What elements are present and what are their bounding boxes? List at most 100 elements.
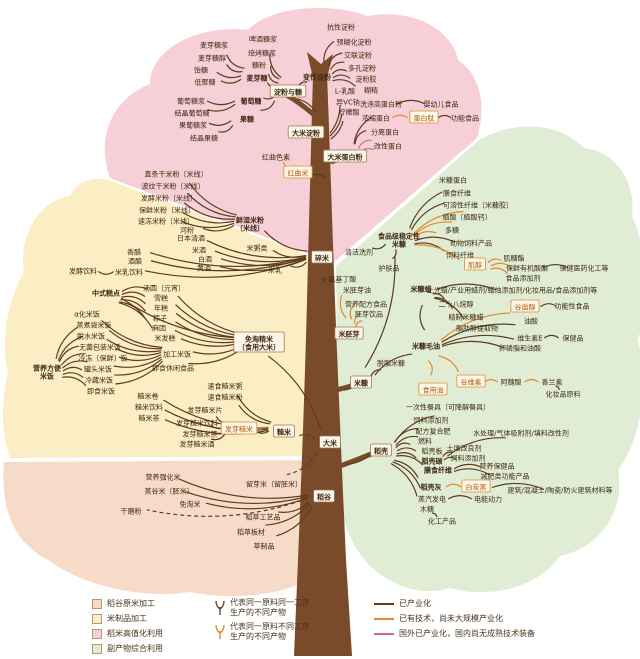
branch-edge	[410, 202, 445, 231]
legend-area-label: 米制品加工	[107, 614, 147, 623]
branch-edge	[184, 491, 309, 505]
area-swatch-byproducts	[92, 643, 102, 654]
branch-edge	[436, 283, 497, 291]
branch-edge	[440, 312, 511, 341]
branch-edge	[370, 369, 382, 377]
legend-area-label: 稻谷原米加工	[107, 599, 155, 608]
tree-trunk	[294, 74, 352, 656]
labels-layer: 啤酒糖浆焙烤糖浆糖粉麦芽糖浆麦芽糖醇饴糖低聚糖麦芽糖葡萄糖浆结晶葡萄糖果葡糖浆结…	[33, 23, 613, 551]
legend-line-label: 已产业化	[399, 599, 431, 608]
label-P20: 淀粉胶	[356, 75, 377, 84]
branch-edge	[453, 468, 490, 476]
label-Y37: 糙米卷	[138, 392, 159, 401]
label-P8: 麦芽糖	[247, 74, 268, 83]
branch-edge	[206, 100, 236, 106]
label-Y47: 糙米	[277, 428, 292, 437]
branch-edge	[323, 40, 335, 63]
label-G45: 燃料	[418, 437, 432, 446]
label-P7: 低聚糖	[195, 78, 216, 87]
branch-edge	[202, 225, 235, 232]
label-G50: 饲料添加剂	[451, 454, 486, 463]
label-T3: 稻谷	[317, 493, 332, 502]
branch-edge	[115, 360, 164, 385]
label-G8: 肌醇	[468, 261, 482, 270]
branch-edge	[183, 202, 235, 220]
tree-trunk-fork	[307, 52, 333, 78]
label-G54: 稻壳灰	[421, 483, 442, 492]
label-P32: 功能食品	[451, 114, 479, 123]
branch-edge	[270, 65, 280, 80]
label-T2: 大米	[323, 439, 338, 448]
branch-edge	[101, 320, 163, 349]
branch-edge	[299, 433, 316, 440]
label-P29: 婴幼儿食品	[424, 100, 459, 109]
label-P25: 柠檬酸	[339, 108, 360, 117]
label-Y31: 冷藏米饭	[85, 376, 113, 385]
branch-edge	[355, 320, 363, 328]
label-G17: 上光蜡/产业用蜡剂/蜡烛添加剂/化妆用品/食品添加剂等	[427, 286, 597, 295]
label-P6: 饴糖	[194, 66, 208, 75]
branch-edge	[447, 495, 473, 500]
label-P3: 糖粉	[252, 61, 266, 70]
branch-edge	[434, 296, 453, 309]
label-G30: 维生素E	[517, 334, 542, 343]
label-G28: 功能性食品	[555, 302, 590, 311]
node-box-P31	[409, 110, 439, 124]
branch-edge	[226, 54, 245, 69]
label-Y21: 年糕	[154, 304, 168, 313]
branch-edge	[349, 304, 355, 320]
region-rice-products	[3, 178, 336, 458]
branch-edge	[55, 326, 79, 359]
label-P31: 蛋白肽	[414, 114, 435, 123]
branch-edge	[216, 71, 242, 79]
branch-edge	[290, 261, 307, 268]
label-Y40: 速食糙米粥	[208, 382, 243, 391]
label-G6: 动物饲料产品	[450, 239, 492, 248]
branch-edge	[118, 302, 153, 329]
label-G56: 建筑/混凝土/陶瓷/防火建筑材料等	[507, 486, 612, 495]
branch-edge	[395, 442, 411, 449]
branch-edge	[269, 53, 282, 79]
fork-icon-orange	[215, 624, 225, 639]
branch-edge	[264, 230, 308, 252]
label-P14: 果糖	[240, 115, 254, 124]
label-Y23: 麻团	[152, 324, 166, 333]
branch-edge	[267, 355, 322, 431]
label-Y35: 即食休闲食品	[152, 364, 194, 373]
label-G61: 稻壳	[374, 447, 388, 456]
label-Y30: 罐头米饭	[84, 365, 112, 374]
label-Y9: 米乳	[268, 266, 282, 275]
label-O2: 蒸谷米〔胚米〕	[145, 487, 194, 496]
branch-edge	[414, 230, 437, 238]
label-Y14: 香醋	[127, 248, 141, 257]
label-P17: 预糊化淀粉	[337, 38, 372, 47]
branch-edge	[238, 404, 271, 425]
label-G18: 二十八烷醇	[439, 300, 474, 309]
area-swatch-primary	[92, 598, 102, 609]
branch-edge	[432, 293, 445, 300]
node-box-G8	[464, 257, 486, 271]
branch-edge	[445, 483, 462, 488]
label-G33: 米糠毛油	[411, 342, 440, 351]
branch-edge	[330, 61, 345, 70]
branch-edge	[220, 78, 242, 84]
branch-edge	[414, 244, 461, 261]
branch-edge	[395, 435, 419, 446]
label-O4: 干磨粉	[121, 507, 142, 516]
label-G41: 化妆品原料	[546, 390, 581, 399]
branch-edge	[543, 334, 560, 339]
label-G1: 米糠蛋白	[439, 176, 467, 185]
label-G11: 食品添加剂	[506, 274, 541, 283]
label-Y20: 雪糕	[154, 294, 168, 303]
label-G24: 营养配方食品	[345, 300, 387, 309]
branch-edge	[268, 73, 279, 84]
region-primary-processing	[3, 460, 339, 597]
label-Y29: 冷冻〔保鲜〕饭	[79, 354, 128, 363]
branch-edge	[121, 286, 149, 293]
branch-edge	[144, 258, 307, 278]
label-P21: 变性淀粉	[303, 73, 331, 82]
label-G37: 食用油	[423, 386, 444, 395]
label-O6: 稻草工艺品	[246, 513, 281, 522]
label-P27: 大米蛋白粉	[328, 153, 363, 162]
